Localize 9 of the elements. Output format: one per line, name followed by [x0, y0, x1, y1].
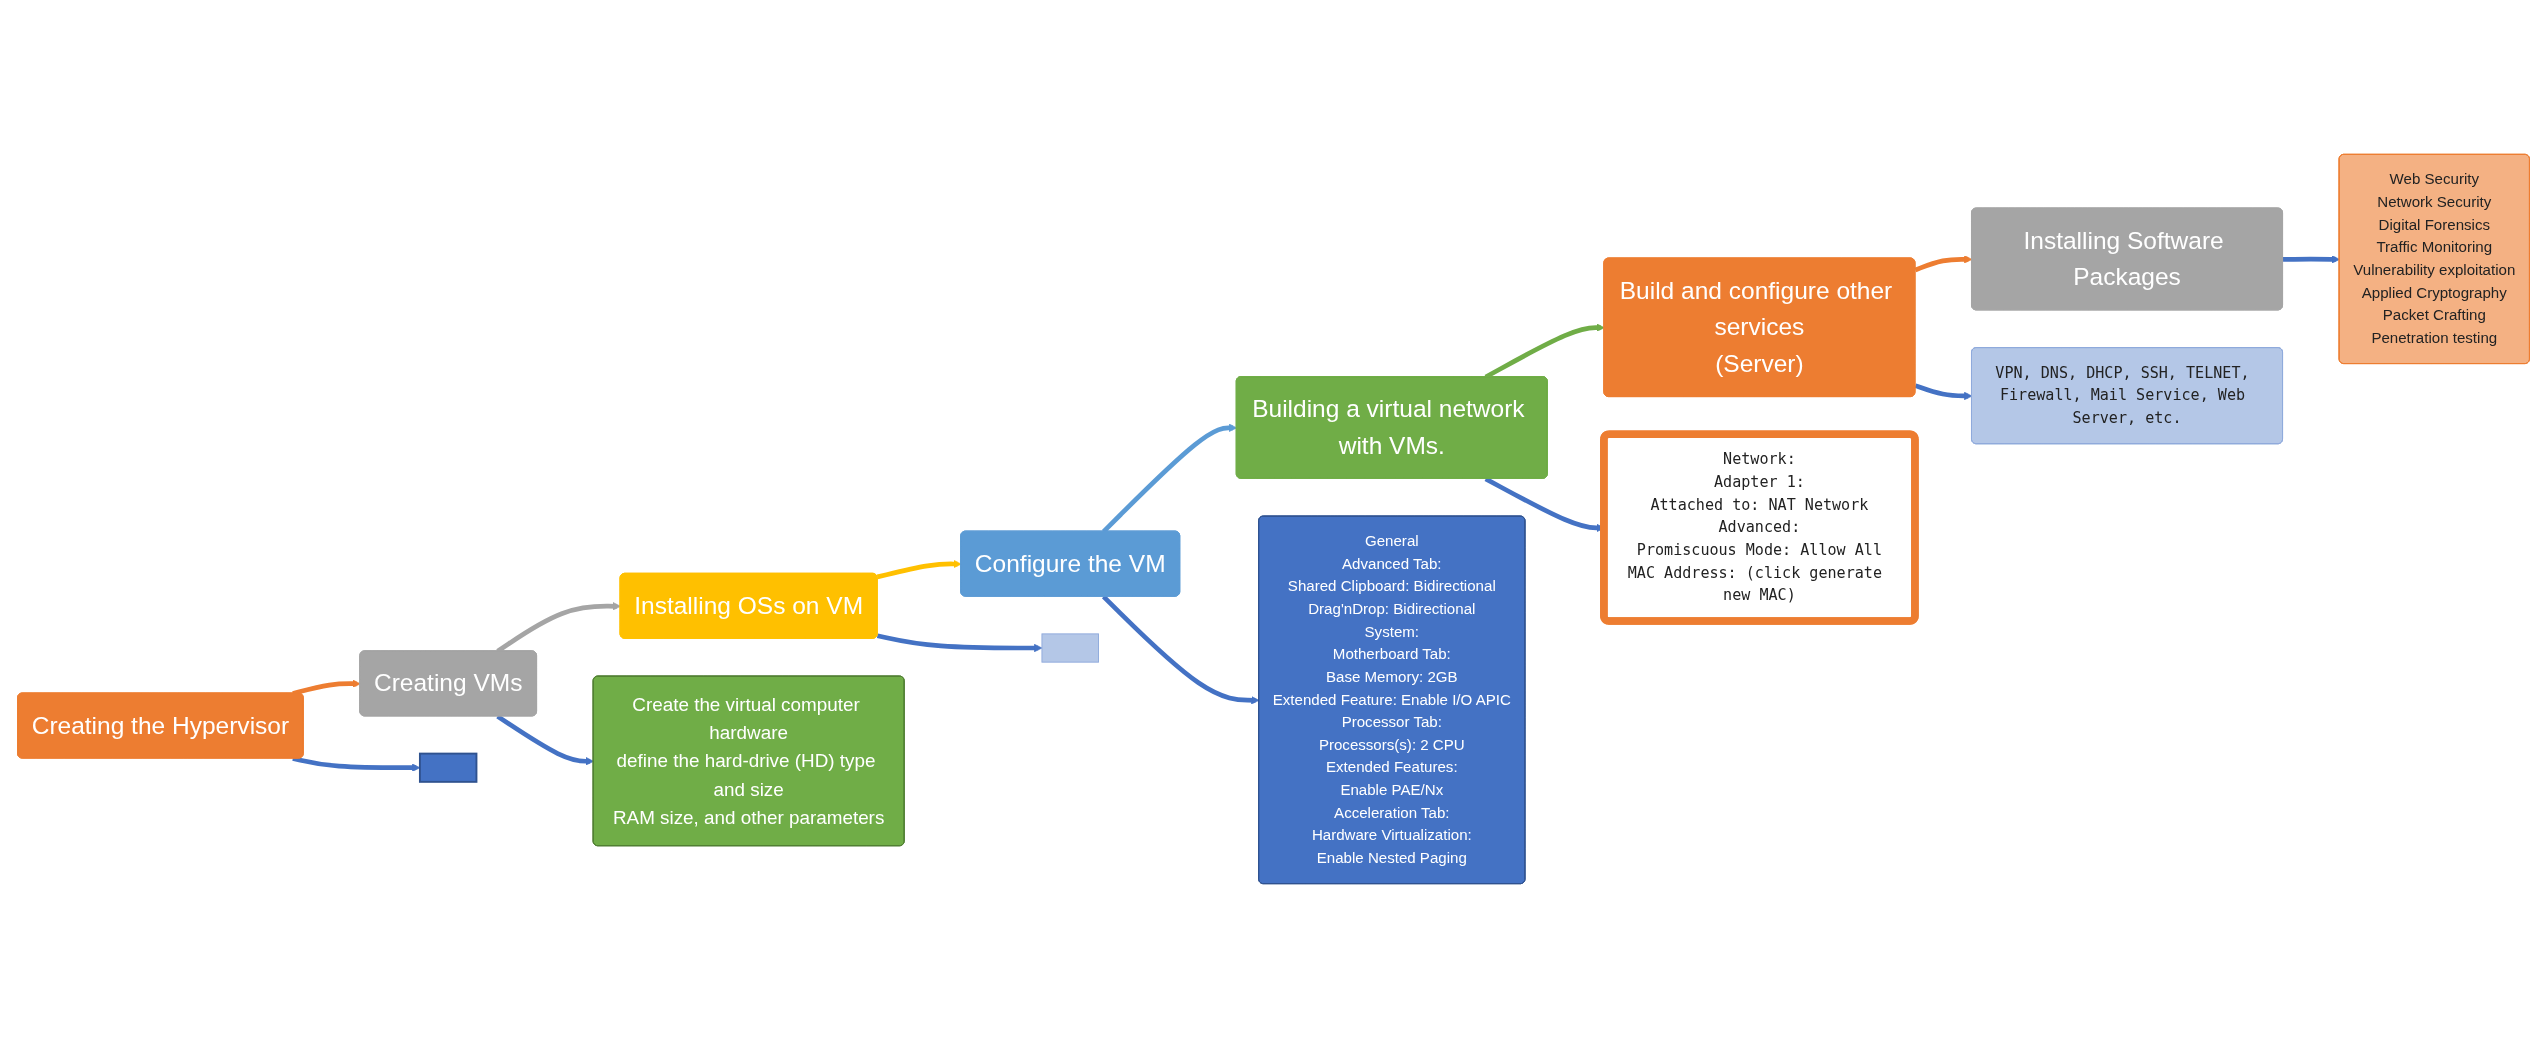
arrow [876, 559, 962, 580]
node-box [1041, 633, 1099, 663]
arrow [496, 714, 594, 766]
arrow [876, 633, 1043, 653]
arrow [2282, 255, 2340, 264]
arrow [1914, 255, 1973, 273]
arrow [1914, 383, 1973, 401]
arrow [292, 679, 361, 696]
node-box [418, 752, 478, 783]
